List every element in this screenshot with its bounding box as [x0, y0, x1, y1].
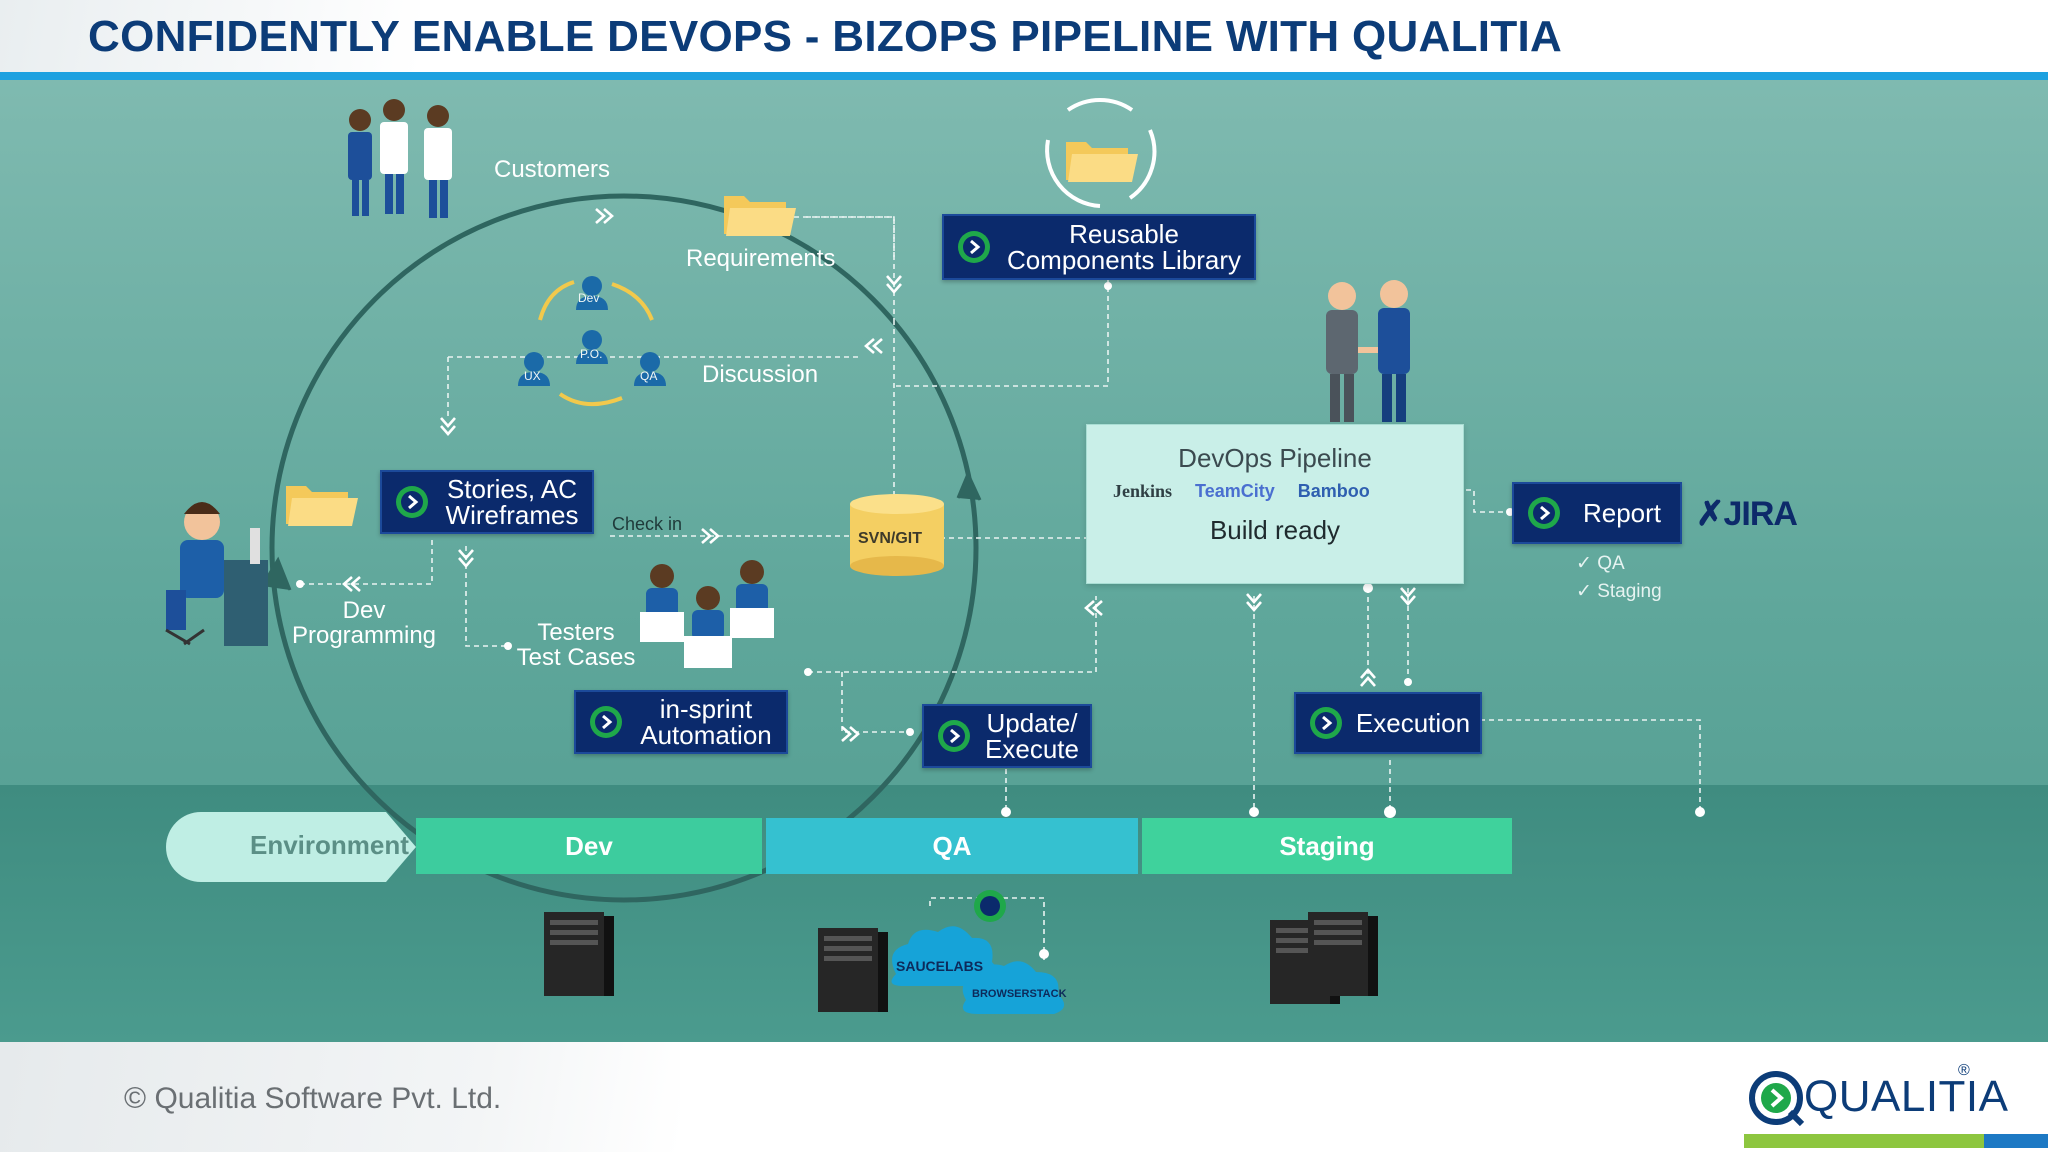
stories-line-2: Wireframes	[445, 500, 579, 530]
qualitia-icon	[588, 704, 624, 740]
jira-icon: ✗	[1696, 495, 1724, 533]
report-target-staging-label: Staging	[1597, 581, 1662, 602]
slide-header: CONFIDENTLY ENABLE DEVOPS - BIZOPS PIPEL…	[0, 0, 2048, 74]
update-execute-box[interactable]: Update/ Execute	[922, 704, 1092, 768]
saucelabs-label: SAUCELABS	[896, 958, 984, 974]
dev-programming-line-1: Dev	[342, 597, 386, 624]
tool-bamboo: Bamboo	[1297, 481, 1370, 501]
environment-label: Environment	[250, 830, 409, 860]
testers-label: Testers Test Cases	[496, 619, 656, 672]
role-dev: Dev	[578, 291, 600, 305]
stage-staging[interactable]: Staging	[1142, 818, 1512, 874]
customers-label: Customers	[494, 156, 611, 183]
stories-line-1: Stories, AC	[446, 474, 578, 504]
report-label: Report	[1582, 498, 1662, 528]
header-divider	[0, 72, 2048, 80]
brand-bar-green	[1744, 1134, 1984, 1148]
stage-qa[interactable]: QA	[766, 818, 1138, 874]
repository-label: SVN/GIT	[858, 530, 923, 547]
report-target-qa-label: QA	[1597, 553, 1625, 574]
pipeline-status: Build ready	[1209, 515, 1341, 545]
report-target-staging: ✓ Staging	[1576, 581, 1662, 602]
team-cycle	[518, 276, 666, 407]
library-cycle	[1045, 98, 1157, 208]
dev-programming-line-2: Programming	[291, 622, 437, 650]
dev-programming-label: Dev Programming	[284, 597, 444, 650]
requirements-label: Requirements	[686, 245, 836, 272]
check-in-label: Check in	[612, 514, 683, 534]
cloud-icons	[891, 890, 1065, 1014]
qualitia-icon	[936, 718, 972, 754]
discussion-label: Discussion	[702, 361, 819, 388]
reusable-line-1: Reusable	[1069, 219, 1179, 249]
qualitia-icon	[1526, 495, 1562, 531]
in-sprint-automation-box[interactable]: in-sprint Automation	[574, 690, 788, 754]
qualitia-icon	[956, 229, 992, 265]
qualitia-icon	[394, 484, 430, 520]
repository-barrel	[850, 494, 944, 576]
jira-label: JIRA	[1723, 495, 1798, 533]
handshake-illustration	[1326, 280, 1410, 422]
execution-label: Execution	[1355, 708, 1471, 738]
footer-decoration	[0, 1042, 680, 1152]
slide-title: CONFIDENTLY ENABLE DEVOPS - BIZOPS PIPEL…	[88, 12, 1563, 61]
devops-pipeline-card[interactable]: DevOps Pipeline Jenkins TeamCity Bamboo …	[1086, 424, 1464, 584]
slide-footer: © Qualitia Software Pvt. Ltd. QUALITIA ®	[0, 1042, 2048, 1152]
pipeline-tools: Jenkins TeamCity Bamboo	[1113, 481, 1388, 502]
tool-teamcity: TeamCity	[1195, 481, 1275, 501]
update-line-1: Update/	[986, 708, 1078, 738]
header-decoration	[0, 0, 420, 74]
reusable-library-box[interactable]: Reusable Components Library	[942, 214, 1256, 280]
qualitia-logo: QUALITIA ®	[1746, 1062, 2008, 1132]
stories-wireframes-box[interactable]: Stories, AC Wireframes	[380, 470, 594, 534]
registered-mark: ®	[1958, 1062, 1970, 1079]
brand-bar-blue	[1984, 1134, 2048, 1148]
report-target-qa: ✓ QA	[1576, 553, 1625, 574]
role-ux: UX	[524, 369, 541, 383]
tool-jenkins: Jenkins	[1113, 481, 1173, 501]
qualitia-logo-icon	[1749, 1071, 1805, 1127]
copyright-text: © Qualitia Software Pvt. Ltd.	[124, 1082, 502, 1115]
browserstack-label: BROWSERSTACK	[972, 988, 1067, 1000]
jira-logo: ✗JIRA	[1696, 494, 1798, 534]
environment-pill	[166, 812, 416, 882]
report-box[interactable]: Report	[1512, 482, 1682, 544]
customers-illustration	[348, 99, 452, 218]
insprint-line-2: Automation	[640, 720, 772, 750]
qualitia-wordmark: QUALITIA	[1804, 1072, 2009, 1121]
testers-illustration	[640, 560, 774, 668]
update-line-2: Execute	[985, 734, 1079, 764]
role-qa: QA	[640, 369, 658, 383]
insprint-line-1: in-sprint	[659, 694, 753, 724]
pipeline-title: DevOps Pipeline	[1178, 443, 1372, 473]
reusable-line-2: Components Library	[1006, 245, 1242, 275]
developer-illustration	[165, 502, 268, 646]
testers-line-1: Testers	[537, 619, 615, 646]
qualitia-icon	[1308, 705, 1344, 741]
role-po: P.O.	[580, 347, 603, 361]
execution-box[interactable]: Execution	[1294, 692, 1482, 754]
testers-line-2: Test Cases	[516, 644, 636, 672]
stage-dev[interactable]: Dev	[416, 818, 762, 874]
